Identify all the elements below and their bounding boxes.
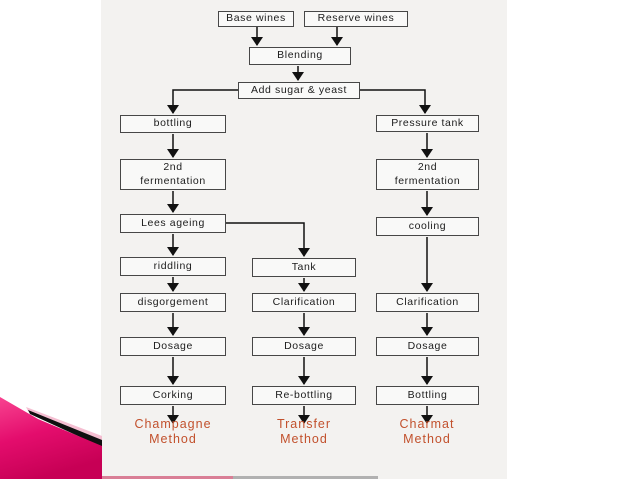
flow-node-2nd-fermentation-right: 2nd fermentation (376, 159, 479, 190)
flow-node-clarification-mid: Clarification (252, 293, 356, 312)
flow-node-riddling: riddling (120, 257, 226, 276)
flow-node-clarification-right: Clarification (376, 293, 479, 312)
flow-node-disgorgement: disgorgement (120, 293, 226, 312)
flow-node-cooling: cooling (376, 217, 479, 236)
flow-node-lees-ageing: Lees ageing (120, 214, 226, 233)
flowchart-panel: Base wines Reserve wines Blending Add su… (101, 0, 507, 479)
flow-node-reserve-wines: Reserve wines (304, 11, 408, 27)
flow-node-bottling-right: Bottling (376, 386, 479, 405)
bottom-accent-line-pink (102, 476, 233, 479)
flow-node-dosage-left: Dosage (120, 337, 226, 356)
method-label-transfer: Transfer Method (276, 417, 332, 446)
slide-decoration-wedge (0, 397, 102, 479)
flow-node-blending: Blending (249, 47, 351, 65)
wedge-black-stripe (28, 410, 102, 447)
method-label-champagne: Champagne Method (134, 417, 212, 446)
flow-node-2nd-fermentation-left: 2nd fermentation (120, 159, 226, 190)
flow-node-re-bottling: Re-bottling (252, 386, 356, 405)
flow-node-base-wines: Base wines (218, 11, 294, 27)
flow-node-add-sugar-yeast: Add sugar & yeast (238, 82, 360, 99)
flow-node-pressure-tank: Pressure tank (376, 115, 479, 132)
flow-node-dosage-right: Dosage (376, 337, 479, 356)
flow-node-dosage-mid: Dosage (252, 337, 356, 356)
wedge-pink-shape (0, 397, 102, 479)
flow-connector-arrows (167, 27, 433, 424)
flow-node-tank: Tank (252, 258, 356, 277)
flow-node-bottling: bottling (120, 115, 226, 133)
method-label-charmat: Charmat Method (399, 417, 455, 446)
flow-node-corking: Corking (120, 386, 226, 405)
bottom-accent-line-gray (233, 476, 378, 479)
